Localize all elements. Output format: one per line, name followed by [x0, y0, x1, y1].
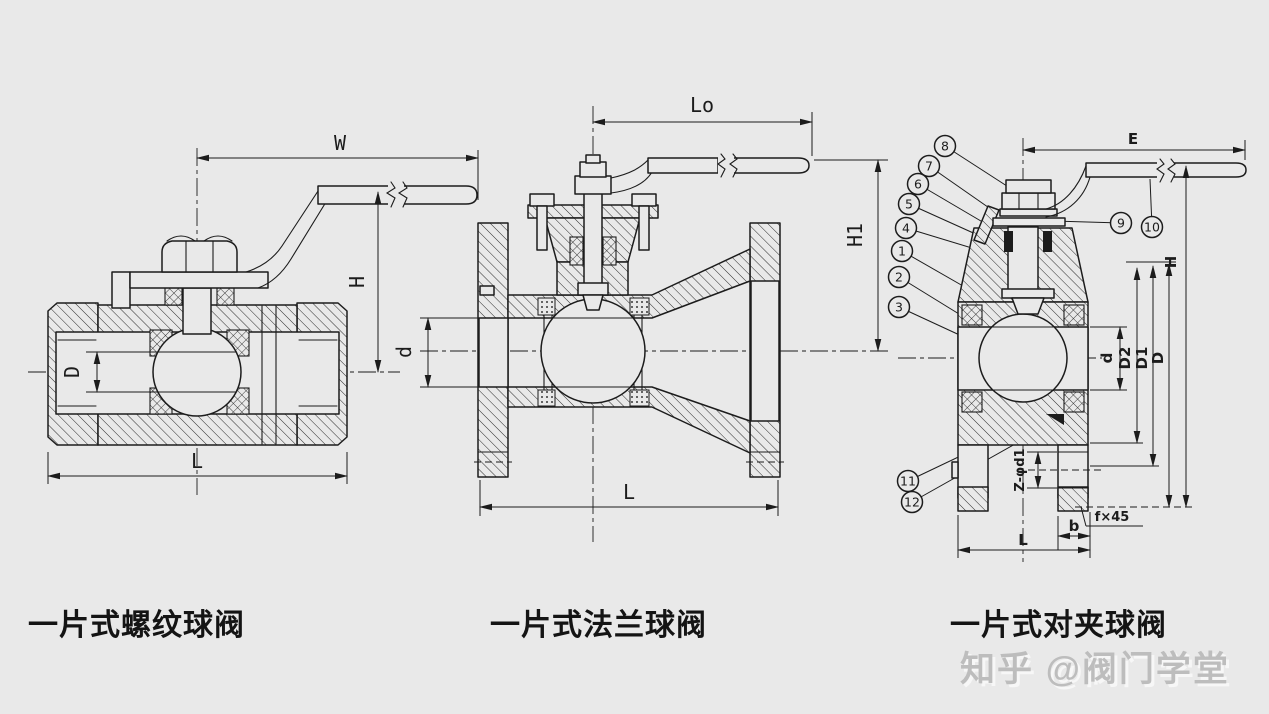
ball-and-seats: [537, 294, 650, 407]
dim-label-outer: D: [1149, 352, 1167, 364]
dim-label-d2: D2: [1116, 347, 1134, 370]
dim-label-h: H: [345, 276, 369, 288]
callout-9: 9: [1109, 211, 1133, 235]
bonnet-assembly: [527, 154, 659, 296]
callout-2-number: 2: [895, 270, 903, 285]
dimensions: E H d D2 D1 D Z-φd1 f×45: [957, 130, 1246, 558]
caption-flanged-valve: 一片式法兰球阀: [490, 609, 707, 642]
handle: [610, 153, 810, 194]
callout-11-number: 11: [900, 474, 916, 489]
ball: [152, 327, 242, 417]
callout-1: 1: [890, 239, 914, 263]
dim-label-l: L: [623, 480, 635, 504]
callout-1-number: 1: [898, 244, 906, 259]
callout-4: 4: [894, 216, 918, 240]
dim-label-top: Lo: [690, 93, 714, 117]
callout-3-number: 3: [895, 300, 903, 315]
dim-label-bore: D: [60, 366, 84, 378]
dim-label-b: b: [1069, 517, 1080, 535]
dim-label-d1: D1: [1133, 347, 1151, 370]
callout-10: 10: [1140, 215, 1164, 239]
valve-body: [474, 222, 784, 478]
stem-nut: [161, 240, 238, 273]
threaded-valve-drawing: W H D L: [28, 131, 479, 495]
callout-3: 3: [887, 295, 911, 319]
watermark: 知乎 @阀门学堂: [960, 650, 1230, 689]
handle: [245, 181, 478, 289]
break-mark: [1167, 158, 1176, 183]
break-mark: [717, 153, 726, 178]
caption-wafer-valve: 一片式对夹球阀: [950, 609, 1167, 642]
ball-and-seats: [149, 327, 250, 417]
dimensions: Lo H1 d L: [392, 93, 888, 516]
stop-plate: [992, 217, 1066, 227]
flanged-valve-drawing: Lo H1 d L: [392, 93, 888, 542]
callout-6: 6: [906, 172, 930, 196]
dim-label-bolts: Z-φd1: [1013, 448, 1028, 491]
dim-label-bore: d: [392, 346, 416, 358]
callout-8: 8: [933, 134, 957, 158]
callout-7-number: 7: [925, 159, 933, 174]
callout-12-number: 12: [904, 495, 920, 510]
dim-label-bore: d: [1098, 353, 1116, 364]
body-screw: [479, 285, 495, 296]
mounting-plate: [129, 271, 269, 289]
callout-5: 5: [897, 192, 921, 216]
callout-10-number: 10: [1144, 220, 1160, 235]
dim-label-l: L: [191, 449, 203, 473]
dim-label-w: W: [334, 131, 347, 155]
dim-label-l: L: [1018, 531, 1028, 549]
dim-label-top: E: [1128, 130, 1138, 148]
callout-5-number: 5: [905, 197, 913, 212]
break-mark: [385, 181, 396, 208]
dim-label-chamfer: f×45: [1095, 510, 1130, 525]
callout-12: 12: [900, 490, 924, 514]
stem-nut: [1001, 192, 1056, 210]
callout-9-number: 9: [1117, 216, 1125, 231]
callout-6-number: 6: [914, 177, 922, 192]
callout-4-number: 4: [902, 221, 910, 236]
callout-2: 2: [887, 265, 911, 289]
seat-seal: [1046, 414, 1064, 425]
stem-assembly: [973, 179, 1066, 315]
callout-bubbles: 8 7 6 5 4 1 2 3 9 10 11 12: [887, 134, 1164, 514]
break-mark: [397, 181, 408, 208]
break-mark: [729, 153, 738, 178]
handle: [1045, 158, 1247, 218]
stem-assembly: [111, 235, 269, 335]
callout-11: 11: [896, 469, 920, 493]
stop-screw: [973, 205, 1000, 245]
callout-8-number: 8: [941, 139, 949, 154]
caption-threaded-valve: 一片式螺纹球阀: [28, 609, 245, 642]
dimensions: W H D L: [47, 131, 479, 484]
break-mark: [1156, 158, 1165, 183]
wafer-valve-drawing: 8 7 6 5 4 1 2 3 9 10 11 12 E H d: [887, 130, 1247, 562]
callout-7: 7: [917, 154, 941, 178]
dim-label-h1: H1: [843, 223, 867, 247]
